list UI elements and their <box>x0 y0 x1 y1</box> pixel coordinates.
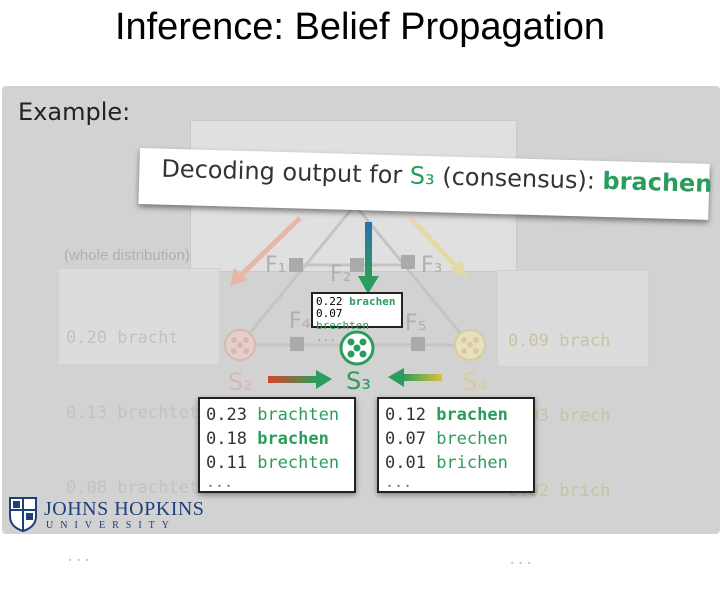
logo-subtitle: UNIVERSITY <box>46 520 176 531</box>
faded-arrow-left <box>236 216 302 280</box>
list-more: ... <box>206 473 234 491</box>
variable-label-s2: S₂ <box>228 368 253 396</box>
list-item: 0.07 brechen <box>385 429 508 449</box>
list-more: ... <box>66 549 92 565</box>
list-item: 0.20 bracht <box>66 328 179 348</box>
faded-arrow-right <box>408 216 460 270</box>
message-box-right: 0.12 brachen 0.07 brechen 0.01 brichen .… <box>377 397 535 493</box>
list-item: 0.09 brach <box>508 331 611 351</box>
list-item: 0.23 brachten <box>206 405 340 425</box>
list-item: 0.08 brachtet <box>66 478 200 498</box>
banner-word: brachen <box>602 166 713 198</box>
list-item: 0.18 brachen <box>206 429 329 449</box>
variable-node-s3 <box>339 330 375 366</box>
logo-name: JOHNS HOPKINS <box>44 498 205 520</box>
university-logo: JOHNS HOPKINS UNIVERSITY <box>8 496 204 536</box>
factor-label-f4: F₄ <box>289 309 311 334</box>
left-distribution-list: 0.20 bracht 0.13 brechtet 0.08 brachtet … <box>66 276 199 588</box>
decoding-output-text: Decoding output for S₃ (consensus): brac… <box>161 154 713 198</box>
arrow-from-s2 <box>268 376 318 383</box>
list-item: 0.22 brachen <box>316 295 396 308</box>
factor-label-f3: F₃ <box>421 253 443 278</box>
background-panel-left <box>58 268 220 365</box>
list-item: 0.12 brachen <box>385 405 508 425</box>
list-more: ... <box>316 331 336 344</box>
list-item: 0.07 brechten <box>316 307 369 332</box>
shield-icon <box>9 497 37 532</box>
distribution-caption: (whole distribution) <box>64 247 190 264</box>
list-more: ... <box>508 552 534 568</box>
list-item: 0.01 brichen <box>385 453 508 473</box>
factor-label-f5: F₅ <box>405 311 427 336</box>
list-more: ... <box>385 473 413 491</box>
variable-label-s4: S₄ <box>462 368 487 396</box>
example-label: Example: <box>18 98 131 126</box>
arrow-from-s4 <box>402 374 442 381</box>
background-panel-right <box>497 270 649 367</box>
factor-graph <box>224 204 486 389</box>
variable-node-s4 <box>454 329 486 361</box>
factor-nodes <box>289 255 425 351</box>
slide-title: Inference: Belief Propagation <box>114 6 606 48</box>
variable-node-s2 <box>224 329 256 361</box>
message-box-left: 0.23 brachten 0.18 brachen 0.11 brechten… <box>198 397 356 493</box>
factor-label-f1: F₁ <box>265 253 287 278</box>
list-item: 0.13 brechtet <box>66 403 200 423</box>
variable-label-s3: S₃ <box>346 367 371 395</box>
arrow-from-banner <box>365 222 372 278</box>
center-belief-box: 0.22 brachen 0.07 brechten ... <box>311 292 403 344</box>
list-item: 0.11 brechten <box>206 453 340 473</box>
banner-variable: S₃ <box>409 161 436 191</box>
factor-label-f2: F₂ <box>330 262 352 287</box>
